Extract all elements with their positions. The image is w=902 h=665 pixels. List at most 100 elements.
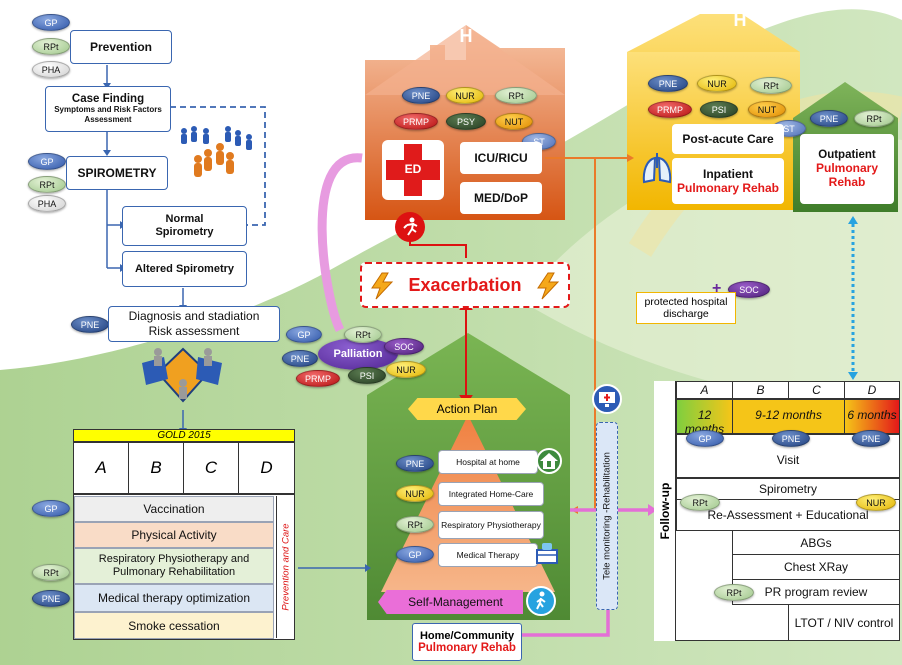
role-nut-badge: NUT [748, 101, 786, 118]
role-nur-badge: NUR [856, 494, 896, 511]
role-pne-badge: PNE [71, 316, 109, 333]
lightning-icon [371, 272, 394, 300]
action-plan-banner: Action Plan [408, 398, 526, 420]
role-pne-badge: PNE [282, 350, 318, 367]
hospital-at-home-box: Hospital at home [438, 450, 538, 474]
prevention-care-label: Prevention and Care [280, 523, 291, 611]
follow-up-label: Follow-up [657, 482, 672, 540]
role-pne-badge: PNE [396, 455, 434, 472]
role-gp-badge: GP [28, 153, 66, 170]
follow-up-side-cell: Follow-up [654, 381, 676, 641]
follow-up-category-b: B [732, 381, 789, 399]
role-soc-badge: SOC [728, 281, 770, 298]
chest-xray-row: Chest XRay [732, 554, 900, 580]
outpatient-rehab-label: Pulmonary Rehab [815, 161, 878, 189]
role-nur-badge: NUR [446, 87, 484, 104]
prevention-care-side-cell: Prevention and Care [276, 496, 294, 638]
care-row-medical-therapy: Medical therapy optimization [74, 584, 274, 612]
role-rpt-badge: RPt [680, 494, 720, 511]
role-prmp-badge: PRMP [296, 370, 340, 387]
walking-person-icon [536, 591, 546, 610]
self-management-banner: Self-Management [378, 590, 523, 614]
role-prmp-badge: PRMP [394, 113, 438, 130]
case-finding-box: Case Finding Symptoms and Risk Factors A… [45, 86, 171, 132]
diagnosis-box: Diagnosis and stadiation Risk assessment [108, 306, 280, 342]
walking-icon [526, 586, 556, 616]
home-community-label: Home/Community [419, 630, 515, 642]
role-pha-badge: PHA [28, 195, 66, 212]
role-rpt-badge: RPt [750, 77, 792, 94]
hospital-h-letter: H [459, 26, 473, 46]
pr-program-review-row: PR program review [732, 579, 900, 605]
role-nut-badge: NUT [495, 113, 533, 130]
follow-up-category-d: D [844, 381, 900, 399]
exacerbation-label: Exacerbation [408, 274, 522, 295]
home-community-box: Home/Community Pulmonary Rehab [412, 623, 522, 661]
role-gp-badge: GP [286, 326, 322, 343]
inpatient-label: Inpatient [703, 167, 753, 181]
outpatient-label: Outpatient [818, 149, 876, 161]
protected-discharge-box: protected hospital discharge [636, 292, 736, 324]
role-rpt-badge: RPt [396, 516, 434, 533]
running-person-icon [403, 217, 418, 236]
role-rpt-badge: RPt [344, 326, 382, 343]
icu-box: ICU/RICU [460, 142, 542, 174]
care-row-physiotherapy: Respiratory Physiotherapy and Pulmonary … [74, 548, 274, 584]
gold-title: GOLD 2015 [73, 429, 295, 442]
altered-spirometry-box: Altered Spirometry [122, 251, 247, 287]
interval-6-months: 6 months [844, 399, 900, 434]
role-pne-badge: PNE [810, 110, 848, 127]
med-dop-box: MED/DoP [460, 182, 542, 214]
interval-12-months: 12 months [676, 399, 733, 436]
ed-label: ED [404, 162, 422, 176]
integrated-home-care-box: Integrated Home-Care [438, 482, 544, 506]
role-prmp-badge: PRMP [648, 101, 692, 118]
role-rpt-badge: RPt [32, 564, 70, 581]
follow-up-category-c: C [788, 381, 845, 399]
house-icon [540, 453, 558, 469]
emergency-exit-icon [395, 212, 425, 242]
interval-9-12-months: 9-12 months [732, 399, 845, 434]
inpatient-rehab-box: Inpatient Pulmonary Rehab [672, 158, 784, 204]
home-icon [536, 448, 562, 474]
role-rpt-badge: RPt [32, 38, 70, 55]
role-rpt-badge: RPt [495, 87, 537, 104]
spirometry-box: SPIROMETRY [66, 156, 168, 190]
lungs-icon [642, 153, 672, 184]
medical-therapy-box: Medical Therapy [438, 543, 538, 567]
tele-monitoring-label: Tele monitoring -Rehabilitation [601, 452, 613, 580]
role-psi-badge: PSI [700, 101, 738, 118]
lightning-icon [537, 272, 560, 300]
plus-sign: + [712, 280, 722, 297]
care-row-vaccination: Vaccination [74, 496, 274, 522]
case-finding-title: Case Finding [71, 93, 145, 105]
role-rpt-badge: RPt [28, 176, 66, 193]
care-row-physical-activity: Physical Activity [74, 522, 274, 548]
role-gp-badge: GP [396, 546, 434, 563]
care-row-smoke-cessation: Smoke cessation [74, 612, 274, 639]
role-pne-badge: PNE [402, 87, 440, 104]
diagnosis-line-1: Diagnosis and stadiation [128, 309, 260, 323]
role-soc-badge: SOC [384, 338, 424, 355]
gold-category-b: B [128, 442, 184, 494]
gold-category-row: A B C D [73, 442, 295, 494]
role-pne-badge: PNE [852, 430, 890, 447]
outpatient-rehab-box: Outpatient Pulmonary Rehab [800, 134, 894, 204]
role-pne-badge: PNE [772, 430, 810, 447]
role-rpt-badge: RPt [714, 584, 754, 601]
diagnosis-line-2: Risk assessment [148, 324, 240, 338]
role-nur-badge: NUR [396, 485, 434, 502]
home-rehab-label: Pulmonary Rehab [418, 642, 516, 654]
people-group-icon [181, 126, 252, 177]
role-pha-badge: PHA [32, 61, 70, 78]
exacerbation-box [360, 262, 570, 308]
normal-spirometry-box: Normal Spirometry [122, 206, 247, 246]
role-pne-badge: PNE [32, 590, 70, 607]
role-gp-badge: GP [32, 14, 70, 31]
rehab-hospital-h-letter: H [733, 10, 747, 30]
tele-monitoring-bar: Tele monitoring -Rehabilitation [596, 422, 618, 610]
role-gp-badge: GP [32, 500, 70, 517]
role-gp-badge: GP [686, 430, 724, 447]
gold-category-a: A [73, 442, 129, 494]
